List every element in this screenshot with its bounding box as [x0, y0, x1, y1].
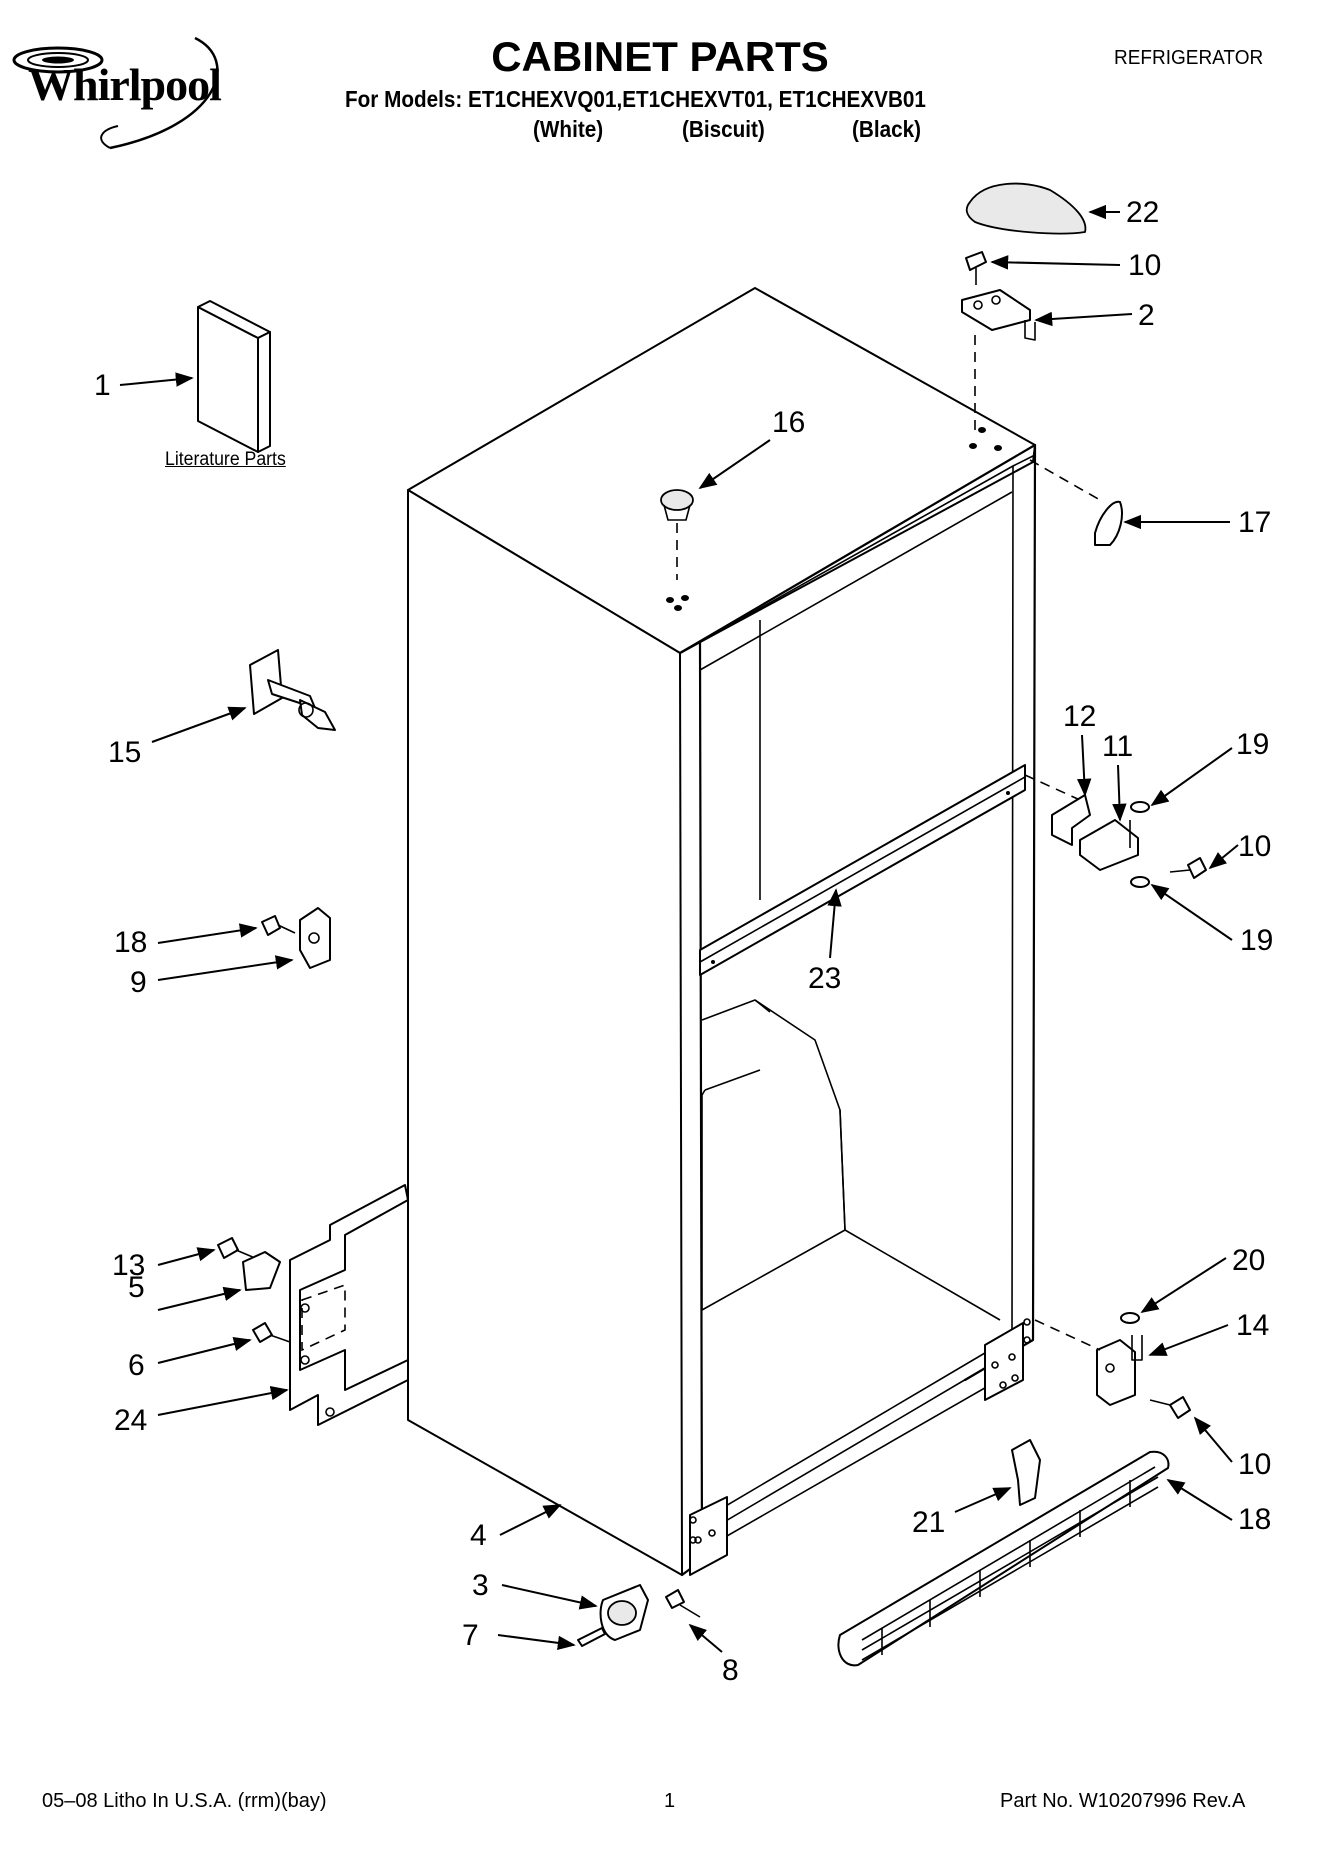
callout-18a: 18: [114, 926, 147, 959]
left-bracket-panel: [217, 1184, 409, 1426]
callout-2: 2: [1138, 299, 1155, 332]
callout-23: 23: [808, 962, 841, 995]
callout-3: 3: [472, 1569, 489, 1602]
callout-13: 13: [112, 1249, 145, 1282]
callout-8: 8: [722, 1654, 739, 1687]
variant-black: (Black): [852, 116, 922, 142]
callout-19a: 19: [1236, 728, 1269, 761]
callout-14: 14: [1236, 1309, 1269, 1342]
whirlpool-logo: [12, 36, 219, 150]
model-numbers: For Models: ET1CHEXVQ01,ET1CHEXVT01, ET1…: [345, 86, 926, 112]
bottom-hinge-assembly: [1034, 1312, 1191, 1419]
callout-7: 7: [462, 1619, 479, 1652]
callout-15: 15: [108, 736, 141, 769]
callout-5: 5: [128, 1271, 145, 1304]
callout-21: 21: [912, 1506, 945, 1539]
center-hinge-assembly: [1051, 794, 1207, 888]
callout-19b: 19: [1240, 924, 1273, 957]
print-info: 05–08 Litho In U.S.A. (rrm)(bay): [42, 1790, 327, 1812]
callouts: 1 2 3 4 5 6 7 8 9 10 10 10 11 12 13 14 1…: [94, 196, 1273, 1687]
hinge-cover: [965, 182, 1087, 235]
page-number: 1: [664, 1790, 676, 1812]
left-screw-and-bracket: [261, 907, 331, 969]
top-hinge-assembly: [961, 251, 1036, 430]
appliance-category: REFRIGERATOR: [1114, 47, 1264, 69]
leader-arrows: [119, 204, 1239, 1653]
callout-22: 22: [1126, 196, 1159, 229]
literature-parts-label: Literature Parts: [165, 449, 286, 470]
callout-17: 17: [1238, 506, 1271, 539]
callout-10c: 10: [1238, 1448, 1271, 1481]
brand-wordmark: Whirlpool: [28, 59, 222, 110]
callout-24: 24: [114, 1404, 147, 1437]
front-roller: [577, 1584, 701, 1647]
variant-white: (White): [533, 116, 604, 142]
callout-9: 9: [130, 966, 147, 999]
callout-11: 11: [1102, 730, 1133, 763]
callout-4: 4: [470, 1519, 487, 1552]
toe-grille: [837, 1439, 1170, 1667]
callout-12: 12: [1063, 700, 1096, 733]
plug-button: [660, 489, 694, 580]
literature-packet: [197, 300, 271, 453]
variant-biscuit: (Biscuit): [682, 116, 765, 142]
callout-16: 16: [772, 406, 805, 439]
callout-10b: 10: [1238, 830, 1271, 863]
cabinet-body: [407, 287, 1037, 1577]
callout-6: 6: [128, 1349, 145, 1382]
part-number: Part No. W10207996 Rev.A: [1000, 1790, 1246, 1812]
roller-assembly: [249, 649, 336, 731]
callout-1: 1: [94, 369, 111, 402]
callout-10a: 10: [1128, 249, 1161, 282]
door-stop-clip: [1094, 500, 1123, 546]
callout-18b: 18: [1238, 1503, 1271, 1536]
page-title: CABINET PARTS: [491, 33, 829, 80]
callout-20: 20: [1232, 1244, 1265, 1277]
